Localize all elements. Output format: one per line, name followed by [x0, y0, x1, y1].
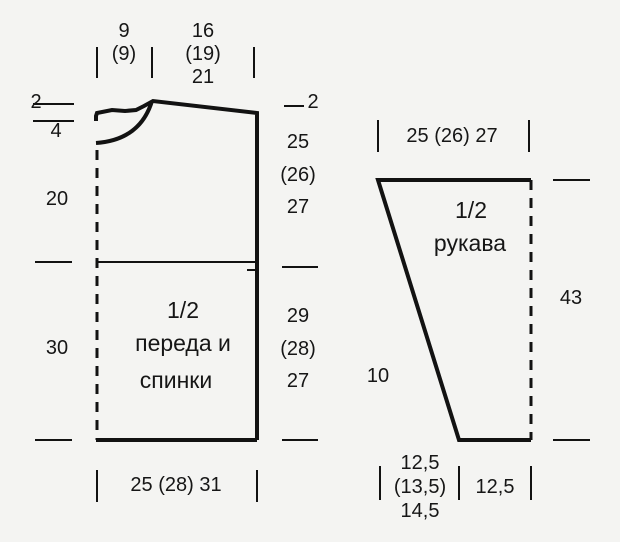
- sleeve-bottom-left-c: 14,5: [400, 500, 440, 522]
- armhole-left: 20: [45, 188, 69, 210]
- sleeve-slant: 10: [366, 365, 390, 387]
- body-title-line1: переда и: [135, 330, 231, 356]
- body-bottom-width: 25 (28) 31: [130, 474, 222, 496]
- body-title-line2: спинки: [139, 367, 213, 393]
- neck-width-b: (9): [111, 43, 137, 65]
- shoulder-width-a: 16: [191, 20, 215, 42]
- sleeve-top-width: 25 (26) 27: [406, 125, 498, 147]
- body-outline: [94, 98, 259, 270]
- shoulder-width-c: 21: [191, 66, 215, 88]
- right-shoulder-drop: 2: [307, 91, 319, 113]
- body-title-fraction: 1/2: [167, 297, 199, 323]
- lower-right-c: 27: [286, 370, 310, 392]
- armhole-right-b: (26): [280, 164, 316, 186]
- neck-depth: 4: [50, 120, 62, 142]
- lower-right-b: (28): [280, 338, 316, 360]
- lower-left: 30: [45, 337, 69, 359]
- armhole-right-c: 27: [286, 196, 310, 218]
- sleeve-bottom-left-a: 12,5: [400, 452, 440, 474]
- armhole-right-a: 25: [286, 131, 310, 153]
- sleeve-outline: [375, 178, 531, 442]
- neck-curve: [95, 100, 154, 145]
- sleeve-title-fraction: 1/2: [455, 197, 487, 223]
- sleeve-bottom-right: 12,5: [475, 476, 515, 498]
- neck-width-a: 9: [118, 20, 130, 42]
- lower-right-a: 29: [286, 305, 310, 327]
- shoulder-width-b: (19): [185, 43, 221, 65]
- sleeve-height: 43: [559, 287, 583, 309]
- left-shoulder-drop: 2: [30, 91, 42, 113]
- sleeve-bottom-left-b: (13,5): [393, 476, 447, 498]
- sleeve-title-word: рукава: [433, 230, 507, 256]
